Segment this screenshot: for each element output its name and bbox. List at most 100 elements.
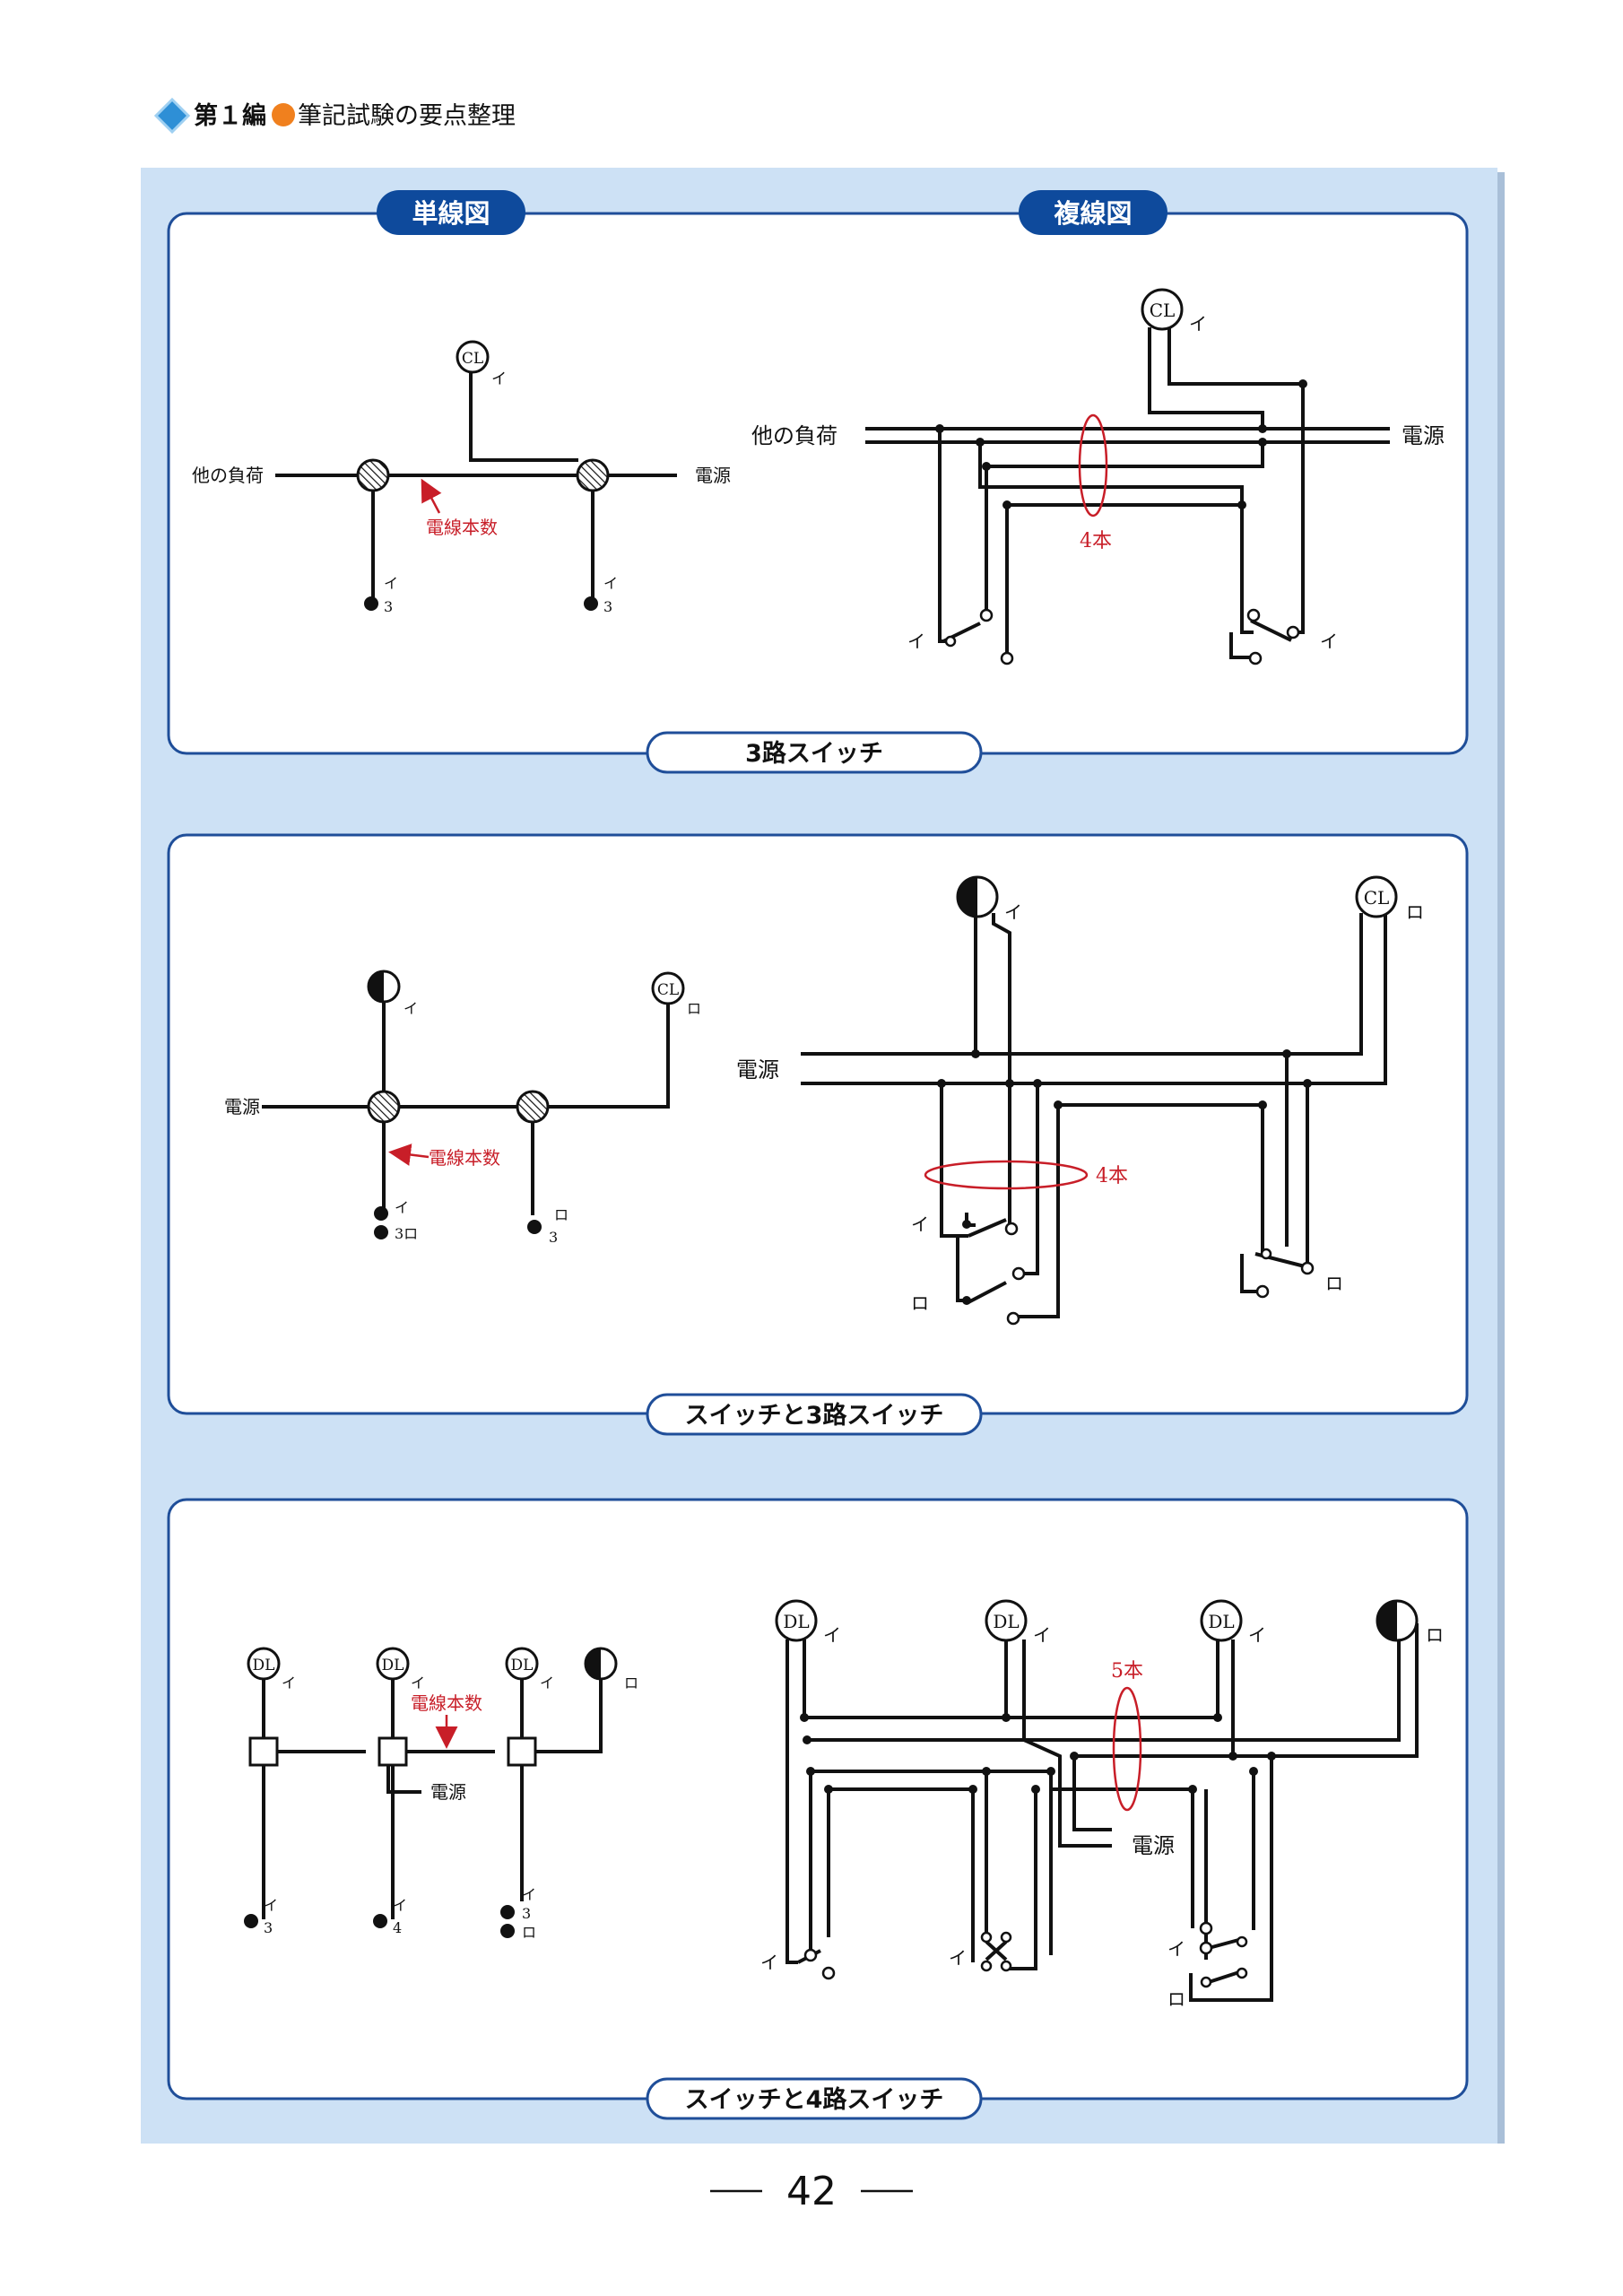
lamp-cl: CL (1141, 288, 1184, 331)
lamp-code: イ (1189, 313, 1207, 335)
multi-line-junction-dots (800, 1713, 1276, 1794)
wire-count-ellipse (924, 1160, 1089, 1190)
switch-code: イ (949, 1947, 967, 1969)
switch-code: イ (1320, 631, 1338, 652)
section-switch-and-four-way: DL イ DL イ DL イ ロ 電線本数 電源 イ 3 イ 4 イ 3 ロ (167, 1498, 1469, 2120)
wire-note: 電線本数 (411, 1692, 482, 1714)
panel-shadow (1497, 172, 1505, 2144)
header-dot-icon (272, 103, 295, 126)
lamp-code: イ (491, 370, 507, 388)
switch-dot (374, 1225, 388, 1239)
switch-code: ロ (1167, 1988, 1185, 2010)
dl-code: イ (823, 1624, 841, 1646)
header-title: 筆記試験の要点整理 (298, 102, 516, 130)
switch-code: ロ (911, 1292, 929, 1314)
page-number-label: 42 (786, 2169, 837, 2214)
wall-lamp-icon (956, 875, 999, 918)
wire-count: 4本 (1080, 530, 1112, 552)
switch-type: 3 (549, 1229, 558, 1246)
downlight: DL (376, 1647, 410, 1681)
svg-text:CL: CL (1150, 300, 1176, 321)
source-label: 電源 (1402, 423, 1445, 448)
wire-count-ellipse (1112, 1686, 1142, 1812)
lamp-code: イ (1004, 901, 1022, 923)
wire-note: 電線本数 (429, 1147, 500, 1169)
dl-code: イ (411, 1674, 425, 1692)
switch-code: イ (522, 1886, 536, 1903)
badge-single-line: 単線図 (377, 190, 525, 235)
junction-box (356, 458, 390, 492)
wall-lamp-icon (584, 1647, 618, 1681)
badge-single-line-label: 単線図 (412, 198, 490, 229)
caption-label: スイッチと4路スイッチ (685, 2085, 944, 2114)
source-label: 電源 (695, 465, 731, 486)
wall-lamp-icon (367, 970, 401, 1004)
dl-code: イ (1033, 1624, 1051, 1646)
section-switch-and-three-way: イ CL ロ 電源 電線本数 イ 3ロ ロ 3 (167, 833, 1469, 1436)
wire-note-arrow (421, 478, 442, 514)
switch-dot (584, 596, 598, 611)
switch-code: イ (760, 1952, 778, 1973)
source-label: 電源 (736, 1057, 779, 1083)
svg-text:CL: CL (657, 981, 679, 999)
page-number: 42 (710, 2169, 913, 2214)
lamp-cl: CL (651, 971, 685, 1005)
section-three-way-switch: 単線図 複線図 CL イ 他の負荷 電源 電線本数 イ 3 イ 3 (167, 190, 1469, 774)
downlight: DL (1200, 1599, 1243, 1642)
svg-text:CL: CL (462, 350, 483, 368)
switch-dot (373, 1914, 387, 1928)
switch-type: 4 (393, 1919, 402, 1936)
caption-label: 3路スイッチ (745, 739, 883, 768)
lamp-code: イ (404, 1000, 418, 1017)
switch-terminals (944, 608, 1300, 665)
single-line-diagram (262, 1003, 670, 1215)
switch-code: ロ (522, 1924, 536, 1941)
switch-dot (364, 596, 378, 611)
lamp-code: ロ (687, 1000, 701, 1017)
svg-text:DL: DL (253, 1657, 275, 1674)
caption-label: スイッチと3路スイッチ (685, 1401, 944, 1430)
switch-code: イ (384, 575, 398, 592)
downlight: DL (775, 1599, 818, 1642)
svg-text:DL: DL (1208, 1611, 1234, 1632)
lamp-code: ロ (1406, 901, 1424, 923)
wall-lamp-code: ロ (624, 1674, 638, 1692)
junction-box (576, 458, 610, 492)
switch-code: イ (393, 1897, 407, 1914)
switch-dot (500, 1924, 515, 1938)
left-load-label: 他の負荷 (751, 423, 838, 448)
header-part: 第１編 (194, 101, 266, 130)
multi-line-diagram (785, 1623, 1419, 2002)
header-diamond-icon (153, 97, 191, 135)
multi-line-junction-dots (937, 1049, 1312, 1305)
wall-lamp-icon (1376, 1599, 1419, 1642)
svg-text:DL: DL (993, 1611, 1019, 1632)
caption-tab: スイッチと3路スイッチ (646, 1393, 983, 1436)
switch-type: 3 (522, 1905, 531, 1922)
wire-note: 電線本数 (426, 517, 498, 538)
switch-code: イ (911, 1213, 929, 1235)
svg-text:DL: DL (511, 1657, 534, 1674)
downlight: DL (985, 1599, 1028, 1642)
dl-code: イ (540, 1674, 554, 1692)
source-label: 電源 (224, 1096, 260, 1118)
downlight: DL (247, 1647, 281, 1681)
caption-tab: スイッチと4路スイッチ (646, 2077, 983, 2120)
switch-code: イ (395, 1199, 409, 1216)
page-header: 第１編 筆記試験の要点整理 (153, 97, 516, 135)
left-load-label: 他の負荷 (192, 465, 264, 486)
wire-note-arrow (388, 1144, 430, 1166)
switch-dot (244, 1914, 258, 1928)
switch-code: イ (603, 575, 618, 592)
source-label: 電源 (430, 1781, 466, 1803)
switch-type: 3 (384, 598, 393, 615)
wall-lamp-code: ロ (1426, 1624, 1444, 1646)
switch-code: イ (264, 1897, 278, 1914)
single-line-diagram (275, 370, 677, 601)
switch-terminals (1004, 1222, 1315, 1326)
wire-count: 4本 (1096, 1165, 1128, 1187)
switch-dot (500, 1905, 515, 1919)
switch-type: 3 (603, 598, 612, 615)
junction-box (248, 1736, 537, 1767)
lamp-cl: CL (456, 340, 490, 374)
